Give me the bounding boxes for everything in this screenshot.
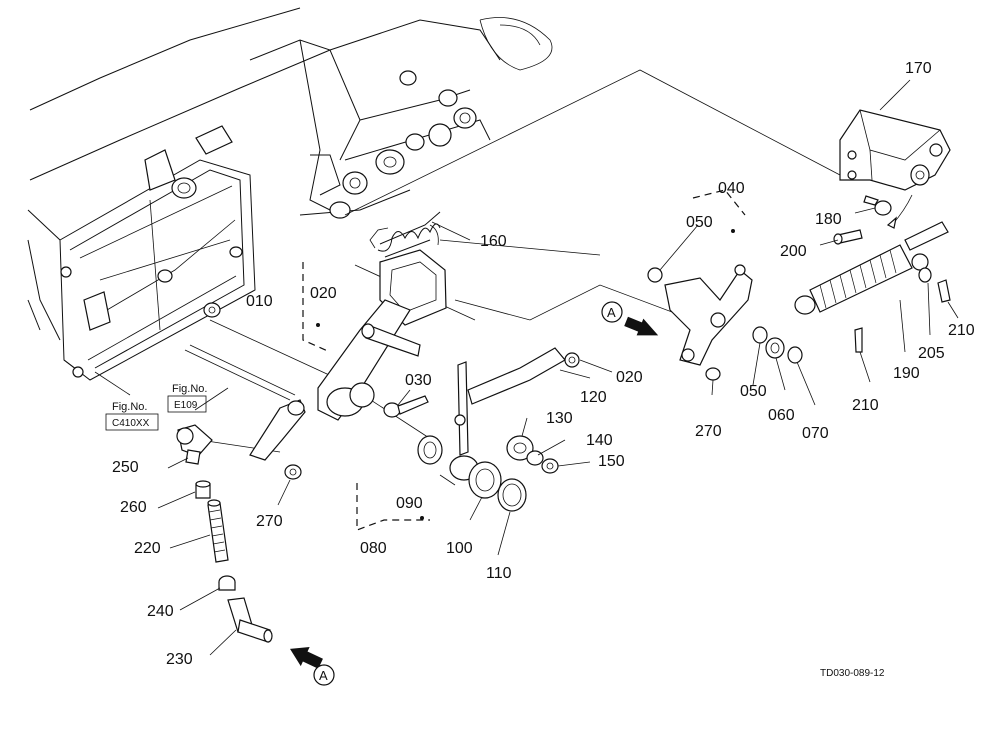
callout-205: 205	[918, 345, 945, 362]
nut-240	[218, 575, 236, 591]
callout-110: 110	[486, 565, 512, 582]
callout-020: 020	[310, 285, 337, 302]
callout-200: 200	[780, 243, 807, 260]
callout-240: 240	[147, 603, 174, 620]
bolt-030	[383, 395, 429, 418]
callout-220: 220	[134, 540, 161, 557]
callout-labels: 010 020 020 030 040 050 050 060 070 080 …	[112, 60, 975, 668]
callout-090: 090	[396, 495, 423, 512]
bolt-180	[863, 195, 892, 216]
fitting-230	[227, 597, 273, 643]
callout-050: 050	[740, 383, 767, 400]
transmission-housing	[27, 7, 553, 381]
fig-ref-code-2: E109	[174, 400, 198, 411]
callout-060: 060	[768, 407, 795, 424]
callout-120: 120	[580, 389, 607, 406]
callout-150: 150	[598, 453, 625, 470]
callout-020: 020	[616, 369, 643, 386]
callout-080: 080	[360, 540, 387, 557]
callout-170: 170	[905, 60, 932, 77]
fig-ref-label-1: Fig.No.	[112, 401, 147, 413]
bracket-170	[839, 109, 951, 229]
fig-ref-code-1: C410XX	[112, 418, 150, 429]
leader-lines	[94, 79, 959, 656]
pedal-arm-assembly	[317, 249, 447, 421]
circle-marker-a-top: A	[607, 305, 616, 320]
group-brackets	[302, 189, 746, 531]
callout-190: 190	[893, 365, 920, 382]
callout-130: 130	[546, 410, 573, 427]
bushing-260	[195, 480, 211, 499]
pin-200	[833, 229, 863, 245]
arrows-to-A	[290, 316, 659, 669]
callout-210: 210	[852, 397, 879, 414]
callout-010: 010	[246, 293, 273, 310]
callout-250: 250	[112, 459, 139, 476]
lower-linkage	[184, 344, 306, 480]
callout-140: 140	[586, 432, 613, 449]
callout-270: 270	[695, 423, 722, 440]
callout-230: 230	[166, 651, 193, 668]
circle-markers: A A	[313, 301, 623, 686]
callout-180: 180	[815, 211, 842, 228]
fig-references: Fig.No. C410XX Fig.No. E109	[105, 383, 207, 431]
spring-160	[369, 211, 441, 258]
callout-040: 040	[718, 180, 745, 197]
drawing-code: TD030-089-12	[820, 668, 885, 679]
washer-205-and-pins-210	[854, 267, 951, 353]
callout-260: 260	[120, 499, 147, 516]
fitting-250	[176, 424, 213, 465]
fig-ref-label-2: Fig.No.	[172, 383, 207, 395]
callout-050: 050	[686, 214, 713, 231]
circle-marker-a-bottom: A	[319, 668, 328, 683]
callout-030: 030	[405, 372, 432, 389]
washers-090-150	[417, 352, 580, 512]
callout-270: 270	[256, 513, 283, 530]
spring-rod-190	[794, 221, 949, 315]
callout-100: 100	[446, 540, 473, 557]
callout-070: 070	[802, 425, 829, 442]
threaded-rod-220	[207, 499, 229, 563]
callout-210: 210	[948, 322, 975, 339]
link-plate-040	[647, 264, 803, 381]
callout-160: 160	[480, 233, 507, 250]
